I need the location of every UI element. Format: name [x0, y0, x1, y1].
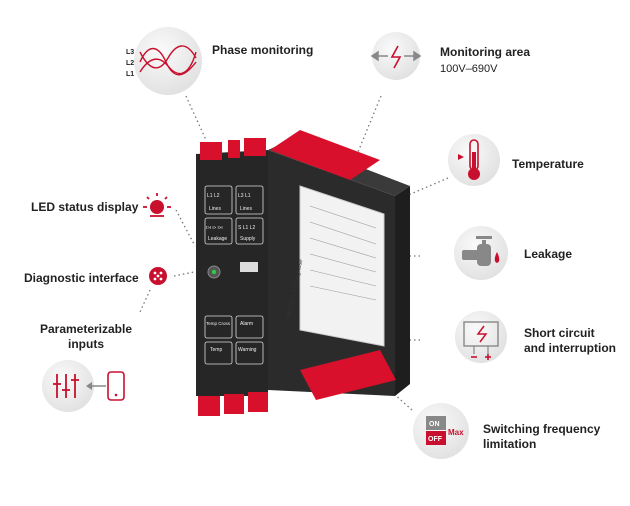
on-off-switch-icon: [413, 403, 469, 459]
bottom-panel-label-4: Warning: [238, 347, 257, 353]
short-circuit-line2: and interruption: [524, 341, 616, 355]
led-status-label: LED status display: [31, 200, 139, 214]
switch-on-text: ON: [429, 421, 440, 428]
faucet-icon: [454, 226, 508, 280]
monitoring-area-range: 100V–690V: [440, 63, 498, 75]
short-circuit-line1: Short circuit: [524, 326, 595, 340]
top-panel-name-3: Leakage: [208, 236, 227, 242]
top-panel-code-4: S L1 L2: [238, 225, 255, 231]
parameterizable-line1: Parameterizable: [39, 322, 133, 336]
top-panel-code-1: L1 L2: [207, 193, 220, 199]
phase-label-l2: L2: [126, 60, 134, 67]
switching-frequency-line2: limitation: [483, 437, 537, 451]
top-panel-code-2: L3 L1: [238, 193, 251, 199]
arrow-left-icon: [86, 382, 106, 390]
sliders-icon: [42, 360, 94, 412]
led-status-icon: [143, 193, 171, 217]
relay-device: [196, 130, 410, 416]
switching-frequency-line1: Switching frequency: [483, 422, 601, 436]
short-circuit-icon: [455, 311, 507, 363]
top-panel-name-2: Lines: [240, 206, 252, 212]
switching-frequency-label: Switching frequency limitation: [483, 422, 600, 452]
leakage-label: Leakage: [524, 247, 573, 261]
switch-off-text: OFF: [428, 436, 443, 443]
top-panel-name-1: Lines: [209, 206, 221, 212]
phase-monitoring-label: Phase monitoring: [212, 43, 314, 57]
diagnostic-interface-label: Diagnostic interface: [24, 271, 139, 285]
bottom-panel-label-3: Temp: [210, 347, 222, 353]
monitoring-area-label: Monitoring area: [440, 45, 531, 59]
bottom-panel-label-2: Alarm: [240, 321, 253, 327]
diagnostic-connector-icon: [149, 267, 167, 285]
parameterizable-inputs-label: Parameterizable inputs: [30, 322, 142, 352]
short-circuit-label: Short circuit and interruption: [524, 326, 616, 356]
smartphone-icon: [107, 371, 125, 401]
top-panel-name-4: Supply: [240, 236, 256, 242]
temperature-label: Temperature: [512, 157, 584, 171]
phase-label-l1: L1: [126, 71, 134, 78]
switch-max-text: Max: [448, 428, 464, 437]
monitoring-area-icon: [370, 32, 422, 80]
thermometer-icon: [448, 134, 500, 186]
parameterizable-line2: inputs: [68, 337, 104, 351]
top-panel-code-3: I>I I> I>I: [206, 225, 223, 230]
phase-label-l3: L3: [126, 49, 134, 56]
bottom-panel-label-1: Temp Cross: [206, 321, 231, 326]
phase-monitoring-icon: [134, 27, 202, 95]
